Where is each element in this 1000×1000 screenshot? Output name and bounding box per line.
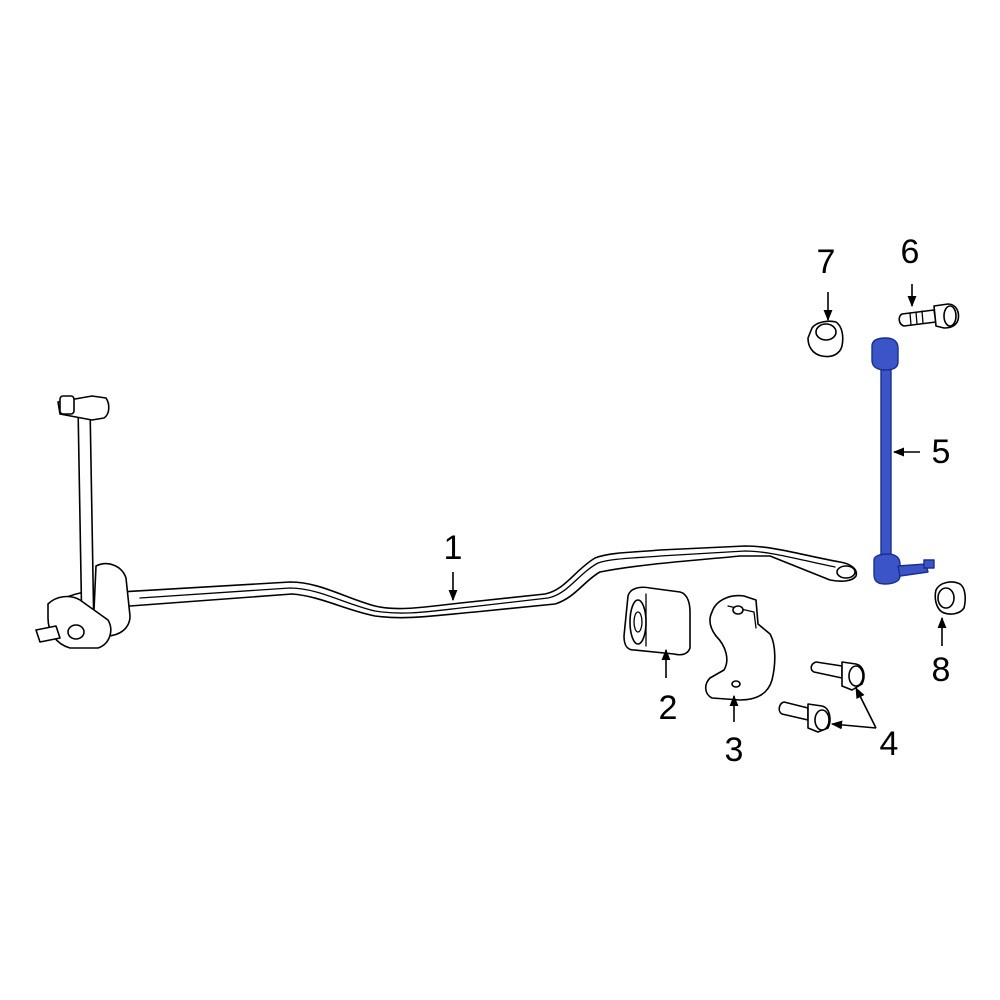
bolt-lower[interactable] <box>778 701 831 733</box>
bolt-top[interactable] <box>898 303 960 329</box>
callout-6: 6 <box>900 233 920 271</box>
stabilizer-bar[interactable] <box>35 395 858 649</box>
callout-1: 1 <box>443 529 463 567</box>
callout-2: 2 <box>658 689 678 727</box>
nut-top[interactable] <box>807 320 844 358</box>
bolt-upper[interactable] <box>810 661 865 691</box>
callout-5: 5 <box>931 433 951 471</box>
leader-4b <box>830 720 877 730</box>
callout-8: 8 <box>931 651 951 689</box>
leader-4a <box>855 686 877 729</box>
nut-bottom[interactable] <box>934 581 966 615</box>
stabilizer-link[interactable] <box>871 337 935 585</box>
bushing[interactable] <box>623 586 691 656</box>
bracket[interactable] <box>704 594 776 701</box>
callout-4: 4 <box>879 725 899 763</box>
callout-3: 3 <box>724 731 744 769</box>
leader-lines <box>448 284 947 730</box>
callout-7: 7 <box>816 243 836 281</box>
